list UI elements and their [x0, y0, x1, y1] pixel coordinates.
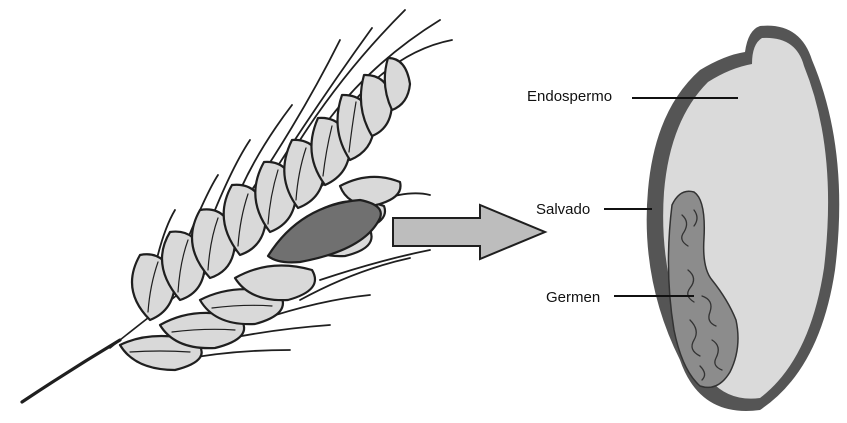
wheat-kernel — [647, 26, 840, 411]
transition-arrow — [393, 205, 545, 259]
label-endosperm: Endospermo — [527, 88, 612, 105]
label-bran-group: Salvado — [536, 201, 652, 218]
label-bran: Salvado — [536, 201, 590, 218]
label-germ: Germen — [546, 289, 600, 306]
wheat-stem — [22, 340, 120, 402]
wheat-ear — [22, 10, 452, 402]
